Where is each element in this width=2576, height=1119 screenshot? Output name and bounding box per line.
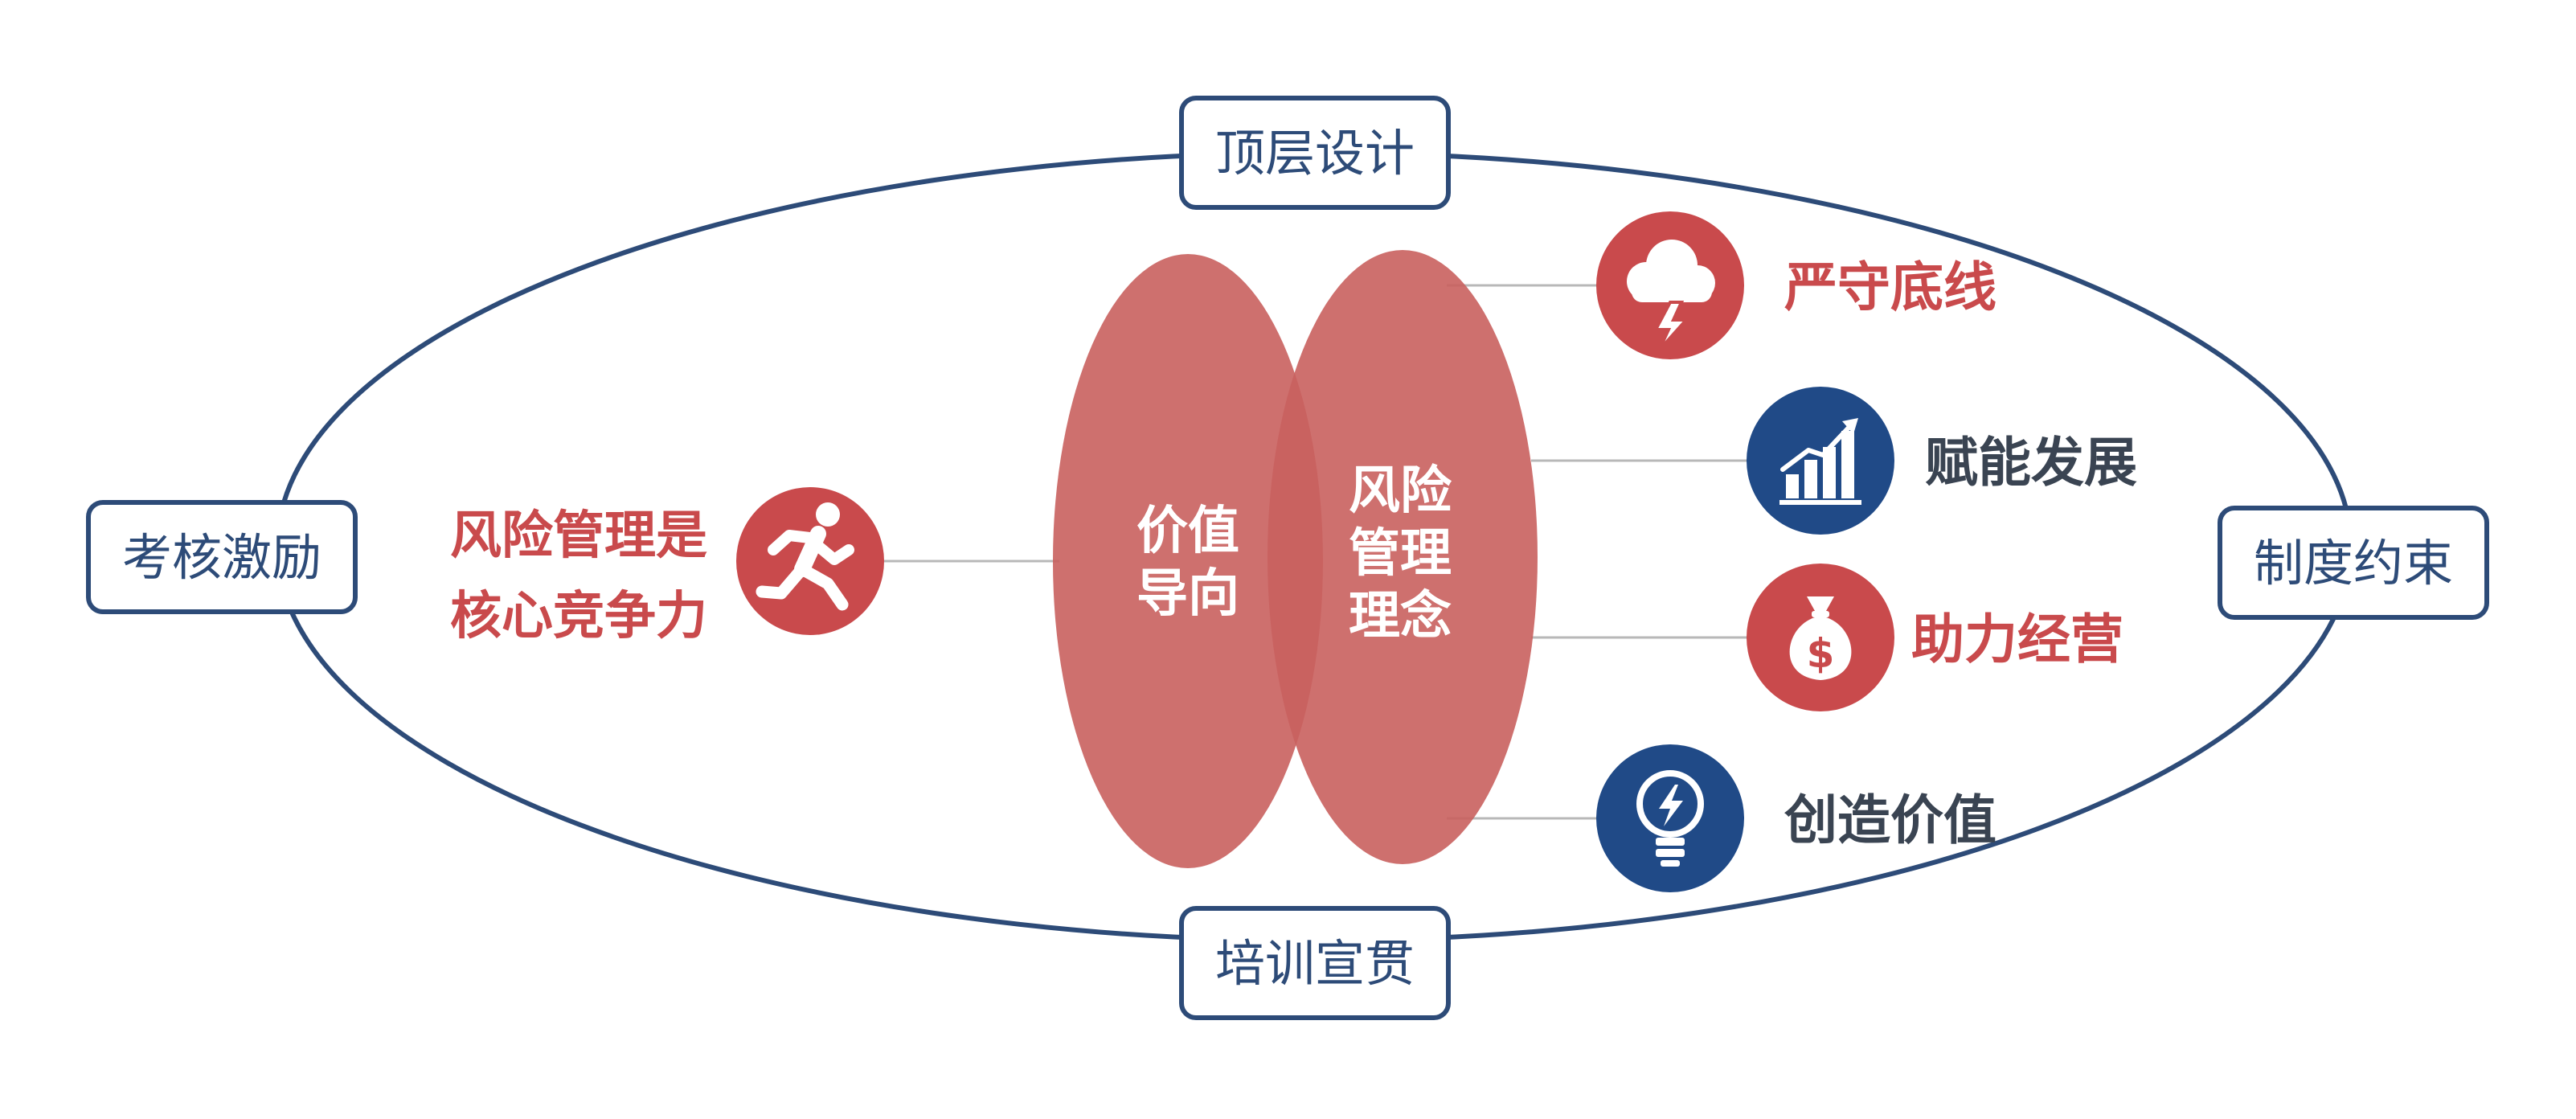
item-2-label: 赋能发展 (1925, 432, 2137, 494)
item-1-label: 严守底线 (1784, 256, 1997, 318)
left-statement-line2: 核心竞争力 (450, 587, 707, 646)
frame-box-top: 顶层设计 (1179, 96, 1451, 210)
lens-right (1268, 250, 1538, 864)
frame-box-top-label: 顶层设计 (1215, 124, 1415, 182)
lens-right-line3: 理念 (1349, 587, 1452, 646)
item-2-icon (1747, 387, 1894, 535)
lens-left-line1: 价值 (1136, 502, 1239, 561)
item-3-icon: $ (1747, 564, 1894, 711)
frame-box-bottom-label: 培训宣贯 (1215, 934, 1415, 993)
frame-box-right: 制度约束 (2218, 506, 2489, 620)
running-person-icon (736, 487, 884, 635)
lens-right-line1: 风险 (1349, 461, 1452, 521)
item-3-label: 助力经营 (1911, 609, 2123, 670)
lens-left-line2: 导向 (1136, 564, 1239, 624)
frame-box-right-label: 制度约束 (2254, 534, 2453, 592)
item-1-icon (1596, 211, 1744, 359)
lens-left (1053, 254, 1323, 868)
frame-box-bottom: 培训宣贯 (1179, 906, 1451, 1020)
frame-box-left: 考核激励 (86, 500, 358, 614)
item-4-icon (1596, 744, 1744, 892)
lens-right-line2: 管理 (1349, 524, 1452, 584)
left-statement-line1: 风险管理是 (450, 506, 707, 566)
frame-box-left-label: 考核激励 (122, 528, 321, 587)
lens-group (1053, 250, 1538, 868)
svg-text:$: $ (1807, 630, 1835, 677)
item-4-label: 创造价值 (1784, 789, 1997, 851)
